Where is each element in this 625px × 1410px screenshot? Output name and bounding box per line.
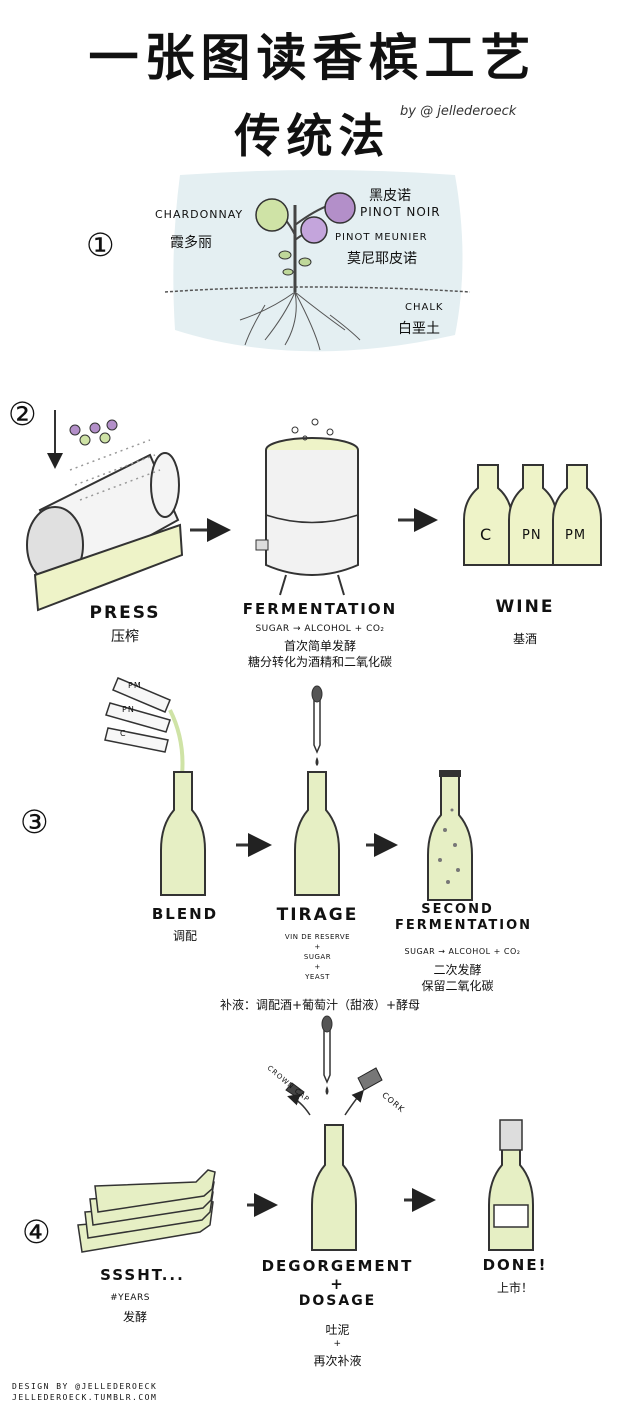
fermentation-label: FERMENTATION — [242, 600, 398, 618]
step-3-number: ③ — [20, 803, 49, 841]
sssht-label: SSSHT... — [100, 1266, 185, 1284]
degorgement-plus: + — [330, 1275, 345, 1293]
footer-website: JELLEDEROECK.TUMBLR.COM — [12, 1393, 158, 1402]
supplement-cn-label: 补液：调配酒+葡萄汁（甜液）+酵母 — [219, 998, 421, 1012]
second-fermentation-line2: FERMENTATION — [395, 918, 533, 933]
years-label: #YEARS — [110, 1293, 150, 1303]
degorgement-bottle — [311, 1124, 357, 1251]
chardonnay-label: CHARDONNAY — [155, 208, 244, 221]
page-title: 一张图读香槟工艺 — [88, 28, 537, 87]
degorgement-tools — [285, 1015, 383, 1116]
tirage-label: TIRAGE — [276, 905, 359, 925]
pour-pn-label: PN — [122, 705, 135, 714]
footer-design-credit: DESIGN BY @JELLEDEROECK — [12, 1382, 158, 1391]
pinot-noir-grape — [324, 192, 356, 224]
chardonnay-cn-label: 霞多丽 — [170, 235, 212, 251]
tirage-line2: SUGAR — [303, 953, 332, 961]
pinot-meunier-cn-label: 莫尼耶皮诺 — [347, 251, 417, 267]
fermentation-cn-line1: 首次简单发酵 — [283, 639, 356, 653]
blend-label: BLEND — [151, 905, 219, 923]
degorgement-cn2: 再次补液 — [313, 1354, 362, 1368]
base-wine-bottles — [463, 464, 602, 566]
roots — [239, 291, 361, 351]
step-1-number: ① — [86, 226, 115, 264]
done-label: DONE! — [482, 1256, 548, 1274]
done-cn-label: 上市！ — [496, 1281, 533, 1295]
degorgement-cn-plus: + — [333, 1339, 342, 1349]
step-4-number: ④ — [22, 1213, 51, 1251]
pinot-meunier-label: PINOT MEUNIER — [335, 232, 428, 243]
tirage-plus2: + — [314, 963, 321, 971]
second-fermentation-cn1: 二次发酵 — [433, 963, 482, 977]
press-cn-label: 压榨 — [111, 629, 139, 645]
press-illustration — [26, 410, 184, 612]
bottle-pm-label: PM — [565, 528, 587, 543]
degorgement-label: DEGORGEMENT — [261, 1257, 414, 1275]
tirage-line1: VIN DE RESERVE — [284, 933, 351, 941]
finished-champagne-bottle — [488, 1119, 534, 1251]
second-fermentation-bottle — [427, 770, 473, 901]
fermentation-cn-line2: 糖分转化为酒精和二氧化碳 — [247, 655, 392, 669]
blend-cn-label: 调配 — [172, 929, 197, 943]
chalk-label: CHALK — [405, 302, 444, 313]
sssht-cn-label: 发酵 — [122, 1310, 147, 1324]
second-fermentation-formula: SUGAR → ALCOHOL + CO₂ — [404, 947, 521, 956]
tirage-plus1: + — [314, 943, 321, 951]
chardonnay-grape — [255, 198, 289, 232]
page-subtitle: 传统法 — [234, 109, 391, 163]
bottle-label — [493, 1204, 529, 1228]
second-fermentation-cn2: 保留二氧化碳 — [421, 979, 494, 993]
pipette — [313, 699, 321, 754]
pour-pm-label: PM — [128, 681, 142, 690]
pinot-meunier-grape — [300, 216, 328, 244]
vine-illustration — [164, 170, 471, 352]
wine-label: WINE — [495, 597, 555, 617]
blend-bottle — [160, 771, 206, 896]
tirage-bottle — [294, 685, 340, 896]
pinot-noir-cn-label: 黑皮诺 — [369, 188, 411, 204]
bottle-pn-label: PN — [522, 528, 542, 543]
soil-background — [173, 170, 463, 352]
byline: by @ jellederoeck — [400, 104, 517, 119]
fermentation-formula: SUGAR → ALCOHOL + CO₂ — [255, 624, 385, 634]
pinot-noir-label: PINOT NOIR — [360, 205, 441, 219]
bottle-c-label: C — [480, 525, 493, 544]
pouring-bottles — [104, 677, 185, 776]
aging-bottles — [77, 1169, 216, 1253]
wine-cn-label: 基酒 — [512, 632, 537, 646]
second-fermentation-line1: SECOND — [421, 902, 494, 917]
step-2-number: ② — [8, 395, 37, 433]
chalk-cn-label: 白垩土 — [398, 321, 440, 337]
fermentation-tank — [255, 418, 359, 596]
press-trough — [33, 523, 184, 612]
degorgement-cn1: 吐泥 — [325, 1323, 350, 1337]
tirage-line3: YEAST — [305, 973, 330, 981]
press-label: PRESS — [89, 603, 161, 623]
pour-c-label: C — [120, 729, 127, 738]
dosage-label: DOSAGE — [298, 1293, 377, 1309]
